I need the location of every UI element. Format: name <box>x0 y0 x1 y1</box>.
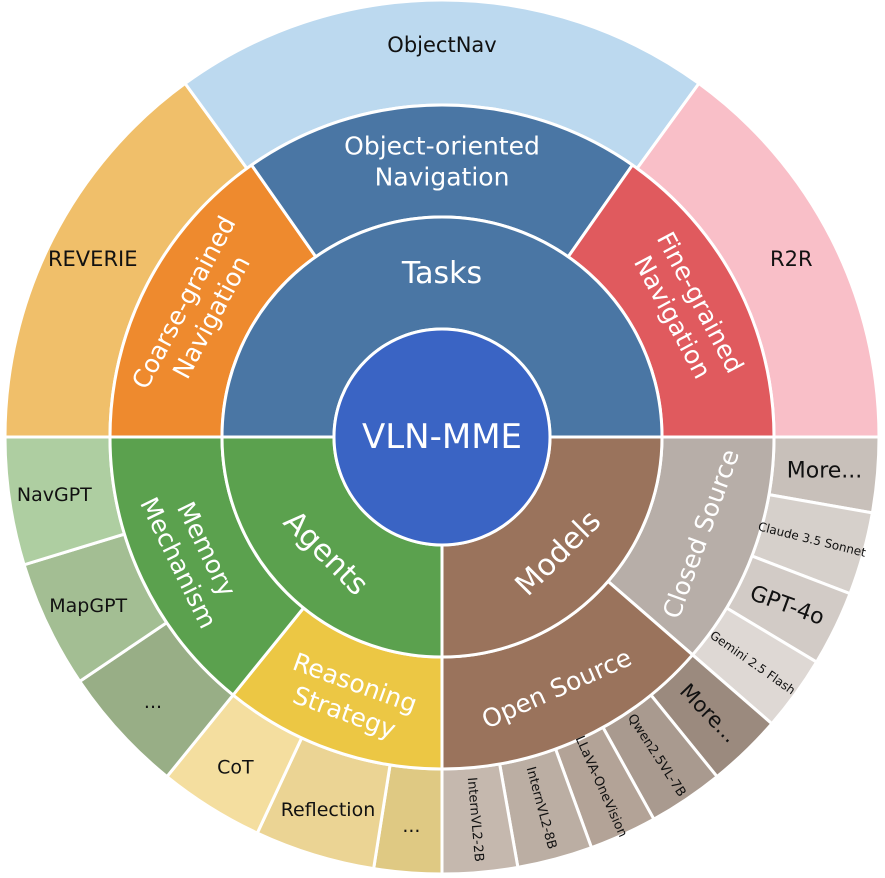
segments-layer <box>3 0 881 876</box>
label-mapgpt: MapGPT <box>49 595 127 617</box>
label-memory-ellipsis: ... <box>144 691 162 713</box>
label-objectnav: ObjectNav <box>387 33 496 57</box>
label-reverie: REVERIE <box>48 247 138 271</box>
label-tasks: Tasks <box>401 256 482 291</box>
center-label: VLN-MME <box>362 417 522 457</box>
label-internvl2-2b: InternVL2-2B <box>464 777 486 863</box>
center-circle <box>332 327 552 547</box>
label-cot: CoT <box>217 757 254 779</box>
label-reflection: Reflection <box>281 799 376 821</box>
label-reasoning-ellipsis: ... <box>402 815 420 837</box>
label-navgpt: NavGPT <box>17 484 92 506</box>
label-r2r: R2R <box>770 247 813 271</box>
label-closed-more: More... <box>787 458 863 483</box>
